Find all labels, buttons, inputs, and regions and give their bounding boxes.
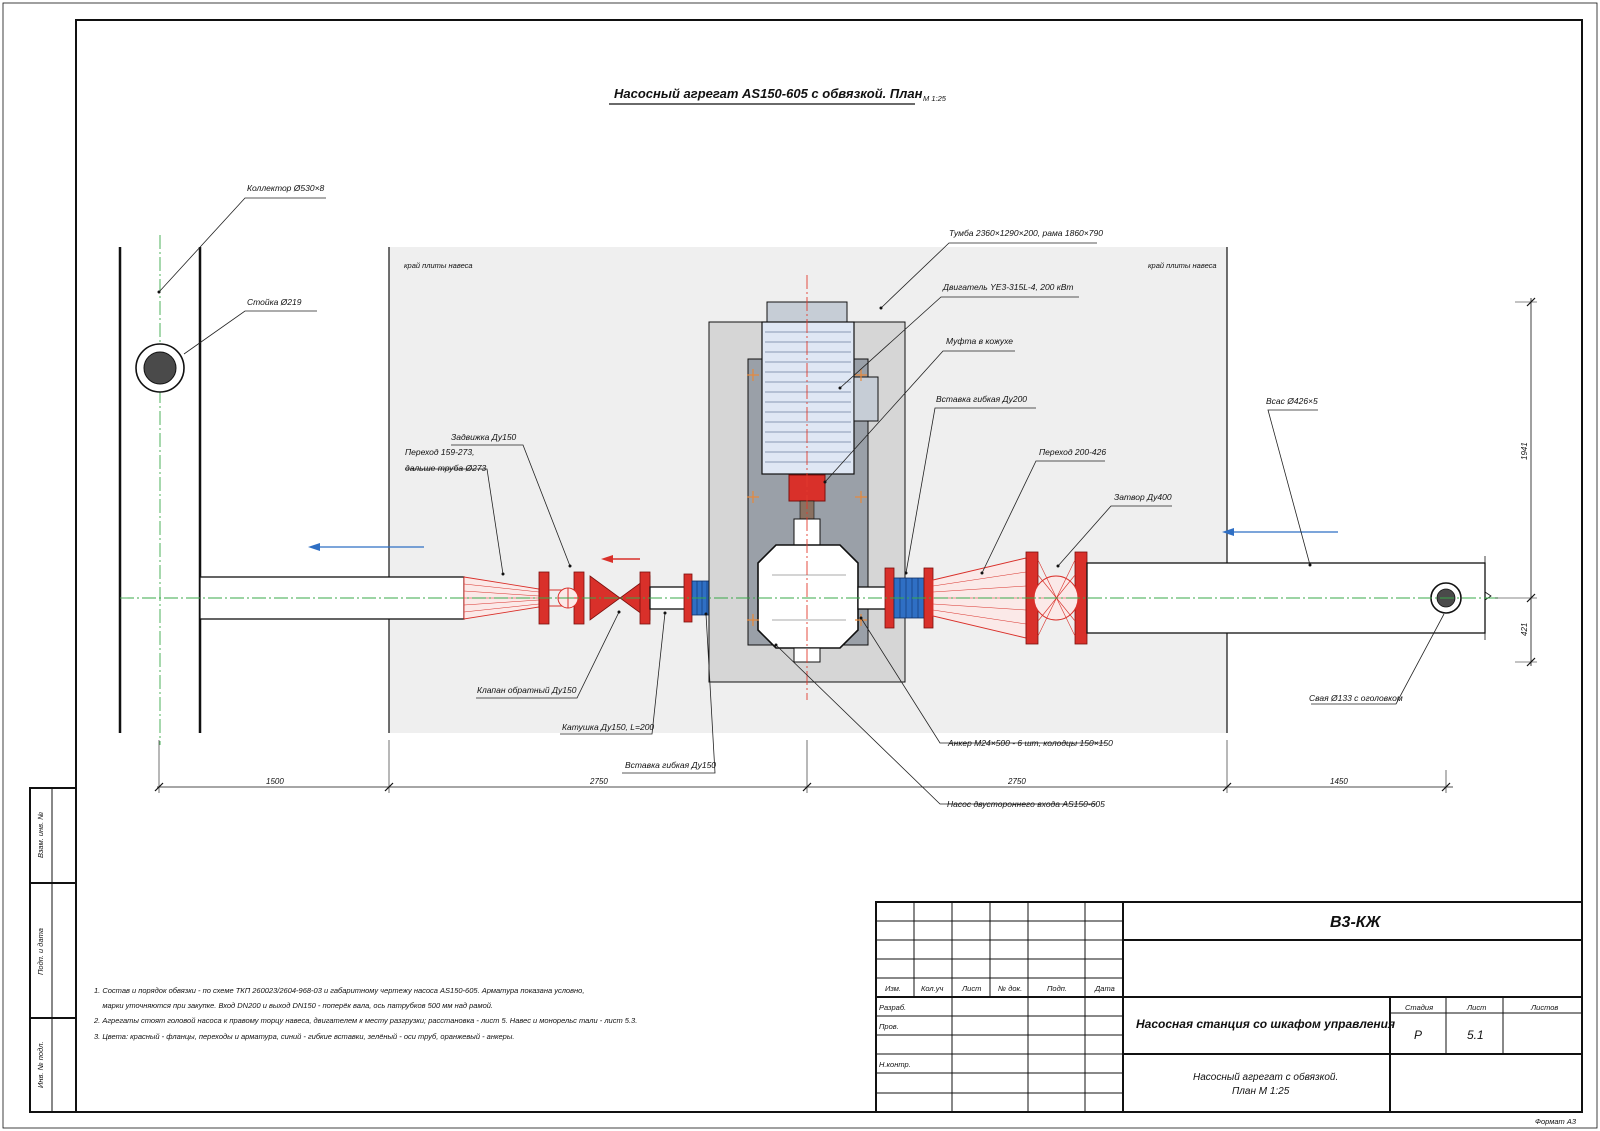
post-label: Стойка Ø219: [247, 297, 302, 307]
drawing-title: Насосный агрегат AS150-605 с обвязкой. П…: [609, 86, 947, 105]
document-code: В3-КЖ: [1330, 914, 1382, 931]
sheet-title-line-1: Насосный агрегат с обвязкой.: [1193, 1071, 1338, 1083]
page-title: Насосный агрегат AS150-605 с обвязкой. П…: [614, 86, 923, 101]
spool-label: Катушка Ду150, L=200: [562, 722, 654, 732]
dim-1500: 1500: [266, 777, 284, 786]
dim-1941: 1941: [1520, 442, 1529, 460]
terminal-box: [853, 376, 879, 422]
flow-arrow-right: [1222, 528, 1338, 536]
motor: [761, 301, 879, 475]
col-header-kol: Кол.уч: [921, 984, 943, 993]
flex-dn200-label: Вставка гибкая Ду200: [936, 394, 1027, 404]
note-2: 2. Агрегаты стоят головой насоса к право…: [93, 1016, 637, 1025]
dimension-vertical: [1495, 297, 1537, 667]
reducer-159-273-label-2: дальше труба Ø273: [405, 463, 487, 473]
dim-2750-a: 2750: [589, 777, 608, 786]
pump-label: Насос двустороннего входа AS150-605: [947, 799, 1105, 809]
project-name: Насосная станция со шкафом управления: [1136, 1017, 1395, 1031]
dim-421: 421: [1520, 623, 1529, 636]
gate-valve-label: Задвижка Ду150: [451, 432, 517, 442]
pile-label: Свая Ø133 с оголовком: [1309, 693, 1403, 703]
leader-dots: [157, 290, 1312, 647]
dimension-chain: [154, 740, 1453, 793]
butterfly-label: Затвор Ду400: [1114, 492, 1172, 502]
note-3: 3. Цвета: красный - фланцы, переходы и а…: [94, 1032, 514, 1041]
collector: [118, 235, 202, 745]
leaders: [158, 197, 1445, 805]
collector-label: Коллектор Ø530×8: [247, 183, 325, 193]
col-header-list: Лист: [961, 984, 981, 993]
dim-2750-b: 2750: [1007, 777, 1026, 786]
col-header-date: Дата: [1094, 984, 1115, 993]
title-block: [875, 901, 1583, 1113]
title-block-headers: Изм. Кол.уч Лист № док. Подп. Дата Разра…: [879, 984, 1115, 1069]
pedestal-label: Тумба 2360×1290×200, рама 1860×790: [949, 228, 1103, 238]
note-1-cont: марки уточняются при закупке. Вход DN200…: [94, 1001, 493, 1010]
sheets-label: Листов: [1530, 1003, 1558, 1012]
drawing-frame: [75, 19, 1583, 1113]
role-normcontrol: Н.контр.: [879, 1060, 911, 1069]
stamp-inv-orig: Инв. № подл.: [36, 1041, 45, 1088]
stamp-sign-date: Подп. и дата: [36, 928, 45, 975]
pump-body: [757, 544, 859, 663]
notes: 1. Состав и порядок обвязки - по схеме Т…: [93, 986, 637, 1041]
dim-1450: 1450: [1330, 777, 1348, 786]
note-1: 1. Состав и порядок обвязки - по схеме Т…: [94, 986, 584, 995]
motor-label: Двигатель YE3-315L-4, 200 кВт: [942, 282, 1074, 292]
canopy-edge-left-label: край плиты навеса: [404, 261, 473, 270]
role-checker: Пров.: [879, 1022, 899, 1031]
sheet-value: 5.1: [1467, 1028, 1484, 1042]
stamp-inv-ref: Взам. инв. №: [36, 812, 45, 858]
check-valve-label: Клапан обратный Ду150: [477, 685, 577, 695]
role-developer: Разраб.: [879, 1003, 906, 1012]
coupling-label: Муфта в кожухе: [946, 336, 1013, 346]
anchors: [747, 369, 867, 626]
flow-arrow-left: [308, 543, 424, 551]
post-core: [143, 351, 177, 385]
col-header-sign: Подп.: [1047, 984, 1067, 993]
sheet-title-line-2: План М 1:25: [1232, 1086, 1290, 1097]
side-stamp: Взам. инв. № Подп. и дата Инв. № подл.: [29, 787, 77, 1113]
stage-label: Стадия: [1405, 1003, 1433, 1012]
col-header-doc: № док.: [998, 984, 1022, 993]
canopy-edge-right-label: край плиты навеса: [1148, 261, 1217, 270]
flex-dn150-label: Вставка гибкая Ду150: [625, 760, 716, 770]
flow-arrow-red: [601, 555, 640, 563]
reducer-159-273-label-1: Переход 159-273,: [405, 447, 474, 457]
sheet-label: Лист: [1466, 1003, 1486, 1012]
anchor-label: Анкер М24×500 - 6 шт, колодцы 150×150: [947, 738, 1113, 748]
suction-label: Всас Ø426×5: [1266, 396, 1318, 406]
col-header-izm: Изм.: [885, 984, 901, 993]
reducer-200-426-label: Переход 200-426: [1039, 447, 1106, 457]
title-scale: М 1:25: [923, 94, 947, 103]
format-label: Формат А3: [1535, 1117, 1577, 1126]
stage-value: Р: [1414, 1028, 1422, 1042]
